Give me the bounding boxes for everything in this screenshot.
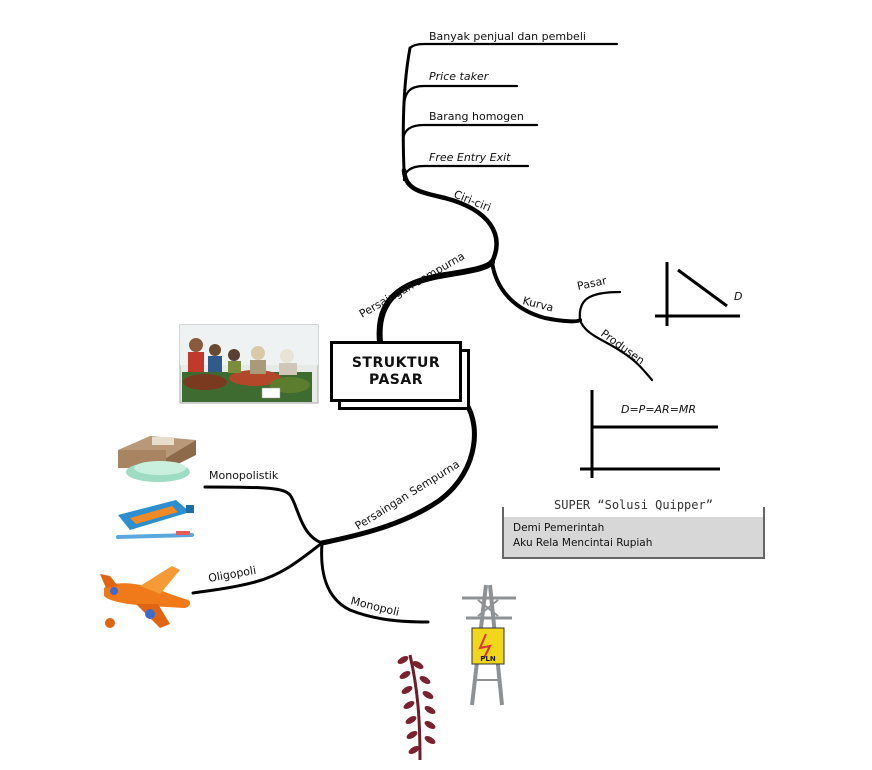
struktur-pasar-center-node: STRUKTUR PASAR: [330, 341, 462, 402]
ciri-item-4: Free Entry Exit: [429, 151, 511, 164]
ciri-line-4: [402, 164, 530, 182]
branch-pasar: [578, 290, 622, 322]
toothpaste-illustration: [116, 500, 194, 539]
note-line-2: Aku Rela Mencintai Rupiah: [513, 537, 653, 549]
produsen-label: Produsen: [598, 327, 647, 367]
ciri-line-3: [401, 123, 539, 142]
ciri-line-1: [408, 42, 619, 50]
airplane-illustration: [100, 566, 191, 628]
branch-ciri-ciri: [401, 167, 499, 265]
solusi-quipper-note: SUPER “Solusi Quipper” Demi Pemerintah A…: [502, 498, 765, 559]
produsen-demand-graph: D=P=AR=MR: [580, 390, 720, 478]
soap-bar-illustration: [118, 436, 196, 482]
note-line-1: Demi Pemerintah: [513, 522, 605, 534]
pln-logo-text: PLN: [480, 655, 496, 663]
branch-ciri-trunk: [401, 46, 412, 172]
branch-produsen: [578, 318, 654, 382]
note-body: Demi Pemerintah Aku Rela Mencintai Rupia…: [504, 517, 763, 557]
ciri-item-1: Banyak penjual dan pembeli: [429, 30, 586, 43]
ciri-line-2: [402, 84, 519, 107]
graph-produsen-label: D=P=AR=MR: [621, 403, 696, 416]
branch-oligopoli: [191, 541, 324, 595]
center-title-line-2: PASAR: [368, 371, 423, 388]
branch-persaingan-sempurna: [376, 259, 495, 345]
pasar-label: Pasar: [576, 274, 608, 293]
date-palm-plant-illustration: [397, 654, 436, 761]
ciri-item-3: Barang homogen: [429, 110, 524, 123]
pasar-demand-graph: D: [655, 262, 742, 326]
branch-kurva: [490, 260, 582, 324]
branch-monopolistik: [203, 485, 324, 545]
note-title: SUPER “Solusi Quipper”: [548, 498, 719, 512]
item-monopoli: Monopoli: [349, 594, 400, 619]
item-oligopoli: Oligopoli: [207, 564, 257, 585]
market-scene-illustration: [179, 324, 319, 404]
ciri-item-2: Price taker: [429, 70, 490, 83]
pln-power-tower-illustration: PLN: [462, 584, 516, 706]
graph-pasar-d-label: D: [734, 290, 742, 303]
branch-monopoli: [320, 541, 430, 624]
center-title-line-1: STRUKTUR: [351, 354, 441, 371]
branch-persaingan-lower: [319, 395, 477, 546]
persaingan-sempurna-label: Persaingan sempurna: [357, 250, 467, 321]
item-monopolistik: Monopolistik: [209, 469, 279, 482]
